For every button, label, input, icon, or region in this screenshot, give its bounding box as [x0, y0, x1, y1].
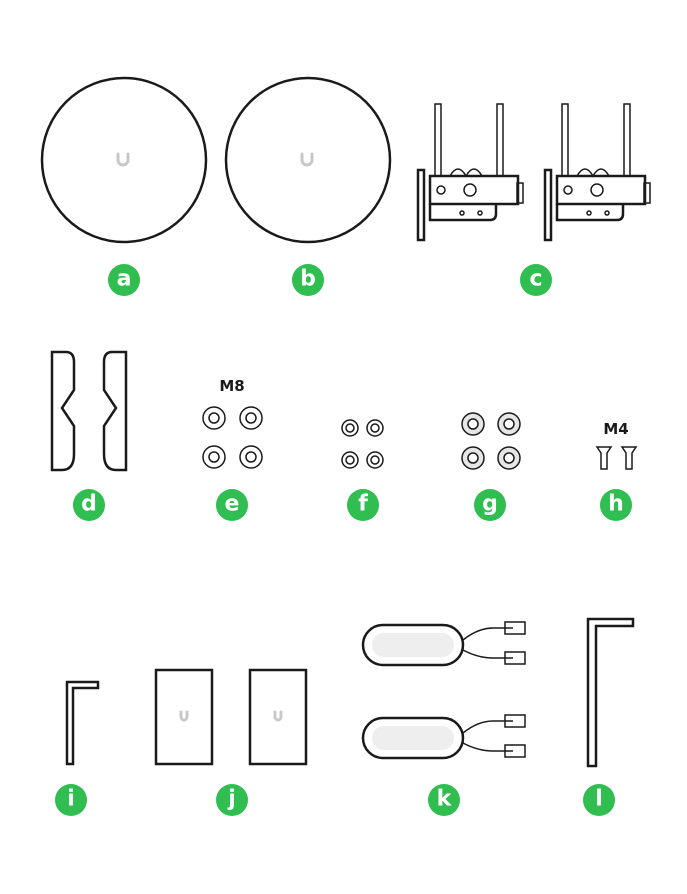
svg-text:l: l [595, 787, 603, 812]
item-d-pole-clamps [50, 350, 128, 472]
svg-text:f: f [358, 492, 368, 517]
svg-text:i: i [67, 787, 75, 812]
badge-h: h [600, 489, 632, 521]
badge-d: d [73, 489, 105, 521]
badge-c: c [520, 264, 552, 296]
logo-icon [116, 152, 130, 167]
badge-k: k [428, 784, 460, 816]
item-c-mount-bracket [416, 102, 652, 242]
item-k-cables [361, 621, 526, 760]
badge-j: j [216, 784, 248, 816]
svg-text:b: b [300, 267, 316, 292]
size-label-m4: M4 [603, 420, 628, 438]
badge-b: b [292, 264, 324, 296]
badge-e: e [216, 489, 248, 521]
item-i-small-hex-key [65, 680, 100, 766]
item-g-flat-washers [461, 412, 521, 470]
svg-text:e: e [225, 492, 240, 517]
svg-text:c: c [529, 267, 542, 292]
logo-icon [300, 152, 314, 167]
svg-text:j: j [227, 787, 236, 812]
badge-l: l [583, 784, 615, 816]
badge-a: a [108, 264, 140, 296]
badge-g: g [474, 489, 506, 521]
item-h-m4-screws [595, 446, 638, 470]
svg-text:a: a [117, 267, 132, 292]
badge-f: f [347, 489, 379, 521]
item-e-m8-nuts [202, 406, 263, 469]
svg-text:g: g [482, 492, 498, 517]
size-label-m8: M8 [219, 377, 244, 395]
svg-text:h: h [608, 492, 624, 517]
item-b-access-point [224, 76, 392, 244]
item-a-access-point [40, 76, 208, 244]
badge-i: i [55, 784, 87, 816]
item-f-lock-washers [341, 419, 384, 469]
svg-text:d: d [81, 492, 97, 517]
item-l-large-hex-key [586, 617, 635, 768]
svg-text:k: k [437, 787, 453, 812]
item-j-covers [154, 668, 308, 766]
